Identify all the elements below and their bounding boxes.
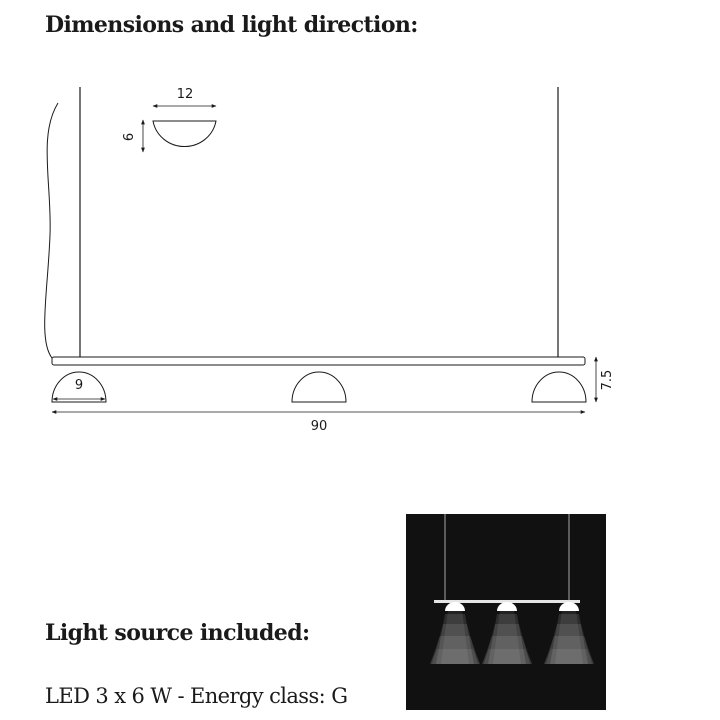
light-direction-illustration — [406, 514, 606, 710]
panel-bar — [434, 600, 580, 603]
lamp-bar — [51, 356, 586, 366]
dim-label-shade-width: 12 — [177, 87, 194, 102]
shade-detail — [152, 120, 217, 147]
light-source-heading: Light source included: — [45, 620, 310, 646]
dimension-drawing: 12 6 9 90 7.5 — [44, 87, 615, 434]
dim-label-shade-height: 6 — [122, 133, 137, 141]
led-spec-text: LED 3 x 6 W - Energy class: G — [45, 684, 348, 708]
dim-label-overall-width: 90 — [311, 419, 328, 434]
dim-label-fixture-height: 7.5 — [600, 370, 615, 391]
light-cone-left — [430, 602, 480, 664]
shade-center — [291, 371, 347, 403]
light-cone-right — [544, 602, 594, 664]
shade-right — [531, 371, 587, 403]
dimensions-heading: Dimensions and light direction: — [45, 12, 418, 38]
shade-left — [51, 371, 107, 403]
night-background — [406, 514, 606, 710]
dim-label-shade-base: 9 — [75, 378, 83, 393]
light-cone-center — [482, 602, 532, 664]
power-cable — [44, 102, 59, 359]
